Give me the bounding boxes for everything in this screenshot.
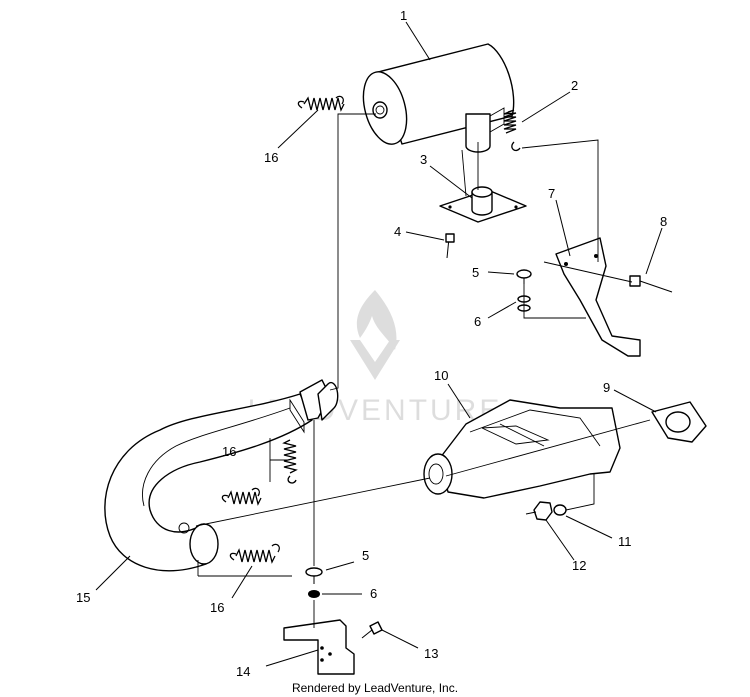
lower-bolt (361, 621, 383, 639)
callout-16-middle: 16 (222, 444, 236, 459)
footer-credit: Rendered by LeadVenture, Inc. (292, 681, 458, 695)
spring-upper-right (503, 109, 521, 152)
muffler (362, 43, 515, 153)
assembly-lines (195, 113, 651, 628)
callout-6: 6 (474, 314, 481, 329)
callout-7: 7 (548, 186, 555, 201)
callout-2: 2 (571, 78, 578, 93)
spring-lower (229, 543, 280, 564)
callout-15: 15 (76, 590, 90, 605)
bolt (629, 275, 673, 293)
callout-4: 4 (394, 224, 401, 239)
spring-mid-left (221, 487, 262, 506)
callout-8: 8 (660, 214, 667, 229)
callout-13: 13 (424, 646, 438, 661)
callouts: 1 2 3 4 5 6 7 8 9 10 11 12 13 14 15 16 1… (76, 8, 667, 679)
gasket (651, 401, 707, 443)
spring-mid-vertical (282, 439, 298, 484)
washer-lower (308, 590, 320, 598)
callout-16-lower: 16 (210, 600, 224, 615)
spring-upper-left (297, 95, 345, 112)
callout-3: 3 (420, 152, 427, 167)
nut (525, 501, 553, 521)
callout-6-lower: 6 (370, 586, 377, 601)
callout-1: 1 (400, 8, 407, 23)
flange-plate (439, 186, 527, 223)
callout-5-lower: 5 (362, 548, 369, 563)
mounting-bracket (555, 237, 641, 357)
expansion-chamber (104, 379, 339, 572)
callout-16-upper: 16 (264, 150, 278, 165)
leader-lines (95, 21, 663, 667)
callout-11: 11 (618, 534, 632, 549)
lower-bracket (283, 619, 355, 675)
stud (445, 233, 455, 259)
exhaust-manifold (423, 399, 621, 499)
grommet-lower (305, 567, 323, 584)
callout-5: 5 (472, 265, 479, 280)
callout-12: 12 (572, 558, 586, 573)
grommet-upper (516, 269, 532, 284)
callout-9: 9 (603, 380, 610, 395)
callout-10: 10 (434, 368, 448, 383)
callout-14: 14 (236, 664, 250, 679)
washer (553, 504, 567, 516)
